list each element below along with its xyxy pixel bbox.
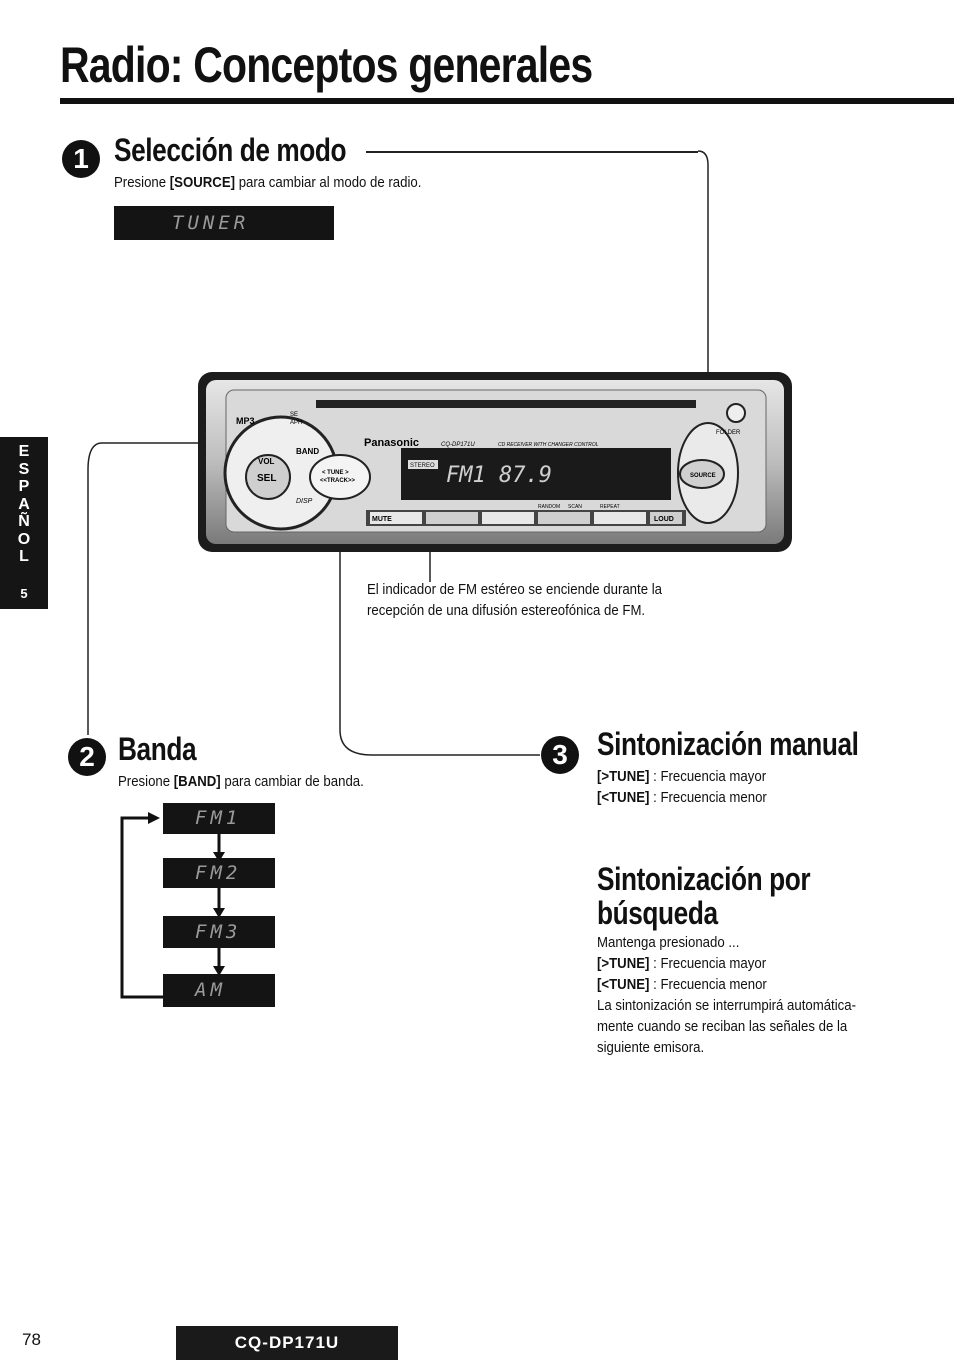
svg-text:APH: APH (290, 420, 302, 426)
band-display-am: AM (163, 974, 275, 1007)
seek-tuning-text: Mantenga presionado ... [>TUNE] : Frecue… (597, 934, 856, 1056)
svg-text:DISP: DISP (296, 498, 313, 505)
brand-logo: Panasonic (364, 437, 419, 449)
side-tab-number: 5 (20, 586, 28, 601)
side-tab-letter: L (19, 548, 29, 565)
svg-text:SCAN: SCAN (568, 504, 582, 510)
device-display-text: FM1 87.9 (446, 463, 552, 488)
side-tab-letter: E (18, 443, 30, 460)
band-key-label: [BAND] (173, 773, 221, 790)
svg-text:VOL: VOL (258, 457, 275, 466)
side-tab-letter: A (18, 495, 30, 513)
svg-text:SE: SE (290, 412, 298, 418)
mp3-label: MP3 (236, 416, 255, 426)
manual-tune-down: [<TUNE] : Frecuencia menor (597, 789, 767, 806)
step-number-2: 2 (68, 738, 106, 776)
seek-tune-up: [>TUNE] : Frecuencia mayor (597, 955, 767, 972)
tune-callout-line (339, 478, 540, 756)
section-heading-mode: Selección de modo (114, 132, 347, 168)
manual-tune-up: [>TUNE] : Frecuencia mayor (597, 768, 767, 785)
side-tab-letter: Ñ (18, 513, 30, 530)
svg-text:SOURCE: SOURCE (690, 473, 716, 479)
tune-track-button (309, 454, 371, 500)
svg-text:CD RECEIVER WITH CHANGER CONTR: CD RECEIVER WITH CHANGER CONTROL (498, 442, 599, 448)
source-callout-line (697, 150, 709, 400)
svg-text:FOLDER: FOLDER (716, 430, 741, 436)
tuner-display: TUNER (114, 206, 334, 240)
side-tab-letter: O (17, 530, 31, 548)
folder-button (726, 403, 746, 423)
source-button (679, 459, 725, 489)
title-rule (60, 98, 954, 104)
model-badge: CQ-DP171U (176, 1326, 398, 1360)
section-text-mode: Presione [SOURCE] para cambiar al modo d… (114, 174, 422, 191)
band-display-fm2: FM2 (163, 858, 275, 888)
step-number-1: 1 (62, 140, 100, 178)
band-callout-line (87, 442, 300, 735)
section-text-band: Presione [BAND] para cambiar de banda. (118, 773, 364, 790)
device-display (401, 448, 671, 500)
svg-text:STEREO: STEREO (410, 463, 435, 469)
seek-tune-down: [<TUNE] : Frecuencia menor (597, 976, 767, 993)
section-heading-band: Banda (118, 731, 197, 767)
svg-text:CQ-DP171U: CQ-DP171U (441, 442, 475, 448)
band-cycle-arrow (148, 812, 160, 824)
car-stereo-illustration: MP3 SE APH BAND VOL SEL DISP < TUNE > <<… (198, 372, 792, 552)
svg-text:REPEAT: REPEAT (600, 504, 620, 510)
band-cycle-bracket (120, 816, 163, 999)
svg-text:LOUD: LOUD (654, 516, 674, 523)
band-display-fm1: FM1 (163, 803, 275, 834)
svg-text:SEL: SEL (257, 473, 276, 484)
stereo-note: El indicador de FM estéreo se enciende d… (367, 581, 662, 619)
section-heading-seek-tuning: Sintonización por búsqueda (597, 861, 811, 931)
source-key-label: [SOURCE] (169, 174, 236, 191)
section-heading-manual-tuning: Sintonización manual (597, 726, 859, 762)
svg-text:<<TRACK>>: <<TRACK>> (320, 478, 356, 484)
page-number: 78 (22, 1330, 41, 1349)
leader-line (366, 151, 698, 153)
svg-text:< TUNE >: < TUNE > (322, 470, 349, 476)
page-title: Radio: Conceptos generales (60, 37, 593, 93)
step-number-3: 3 (541, 736, 579, 774)
svg-text:RANDOM: RANDOM (538, 504, 560, 510)
band-display-fm3: FM3 (163, 916, 275, 948)
side-tab-letter: S (18, 460, 30, 478)
svg-text:MUTE: MUTE (372, 516, 392, 523)
side-tab-letter: P (18, 478, 30, 495)
sel-button (245, 454, 291, 500)
svg-text:BAND: BAND (296, 447, 319, 456)
manual-tuning-rows: [>TUNE] : Frecuencia mayor [<TUNE] : Fre… (597, 766, 767, 808)
